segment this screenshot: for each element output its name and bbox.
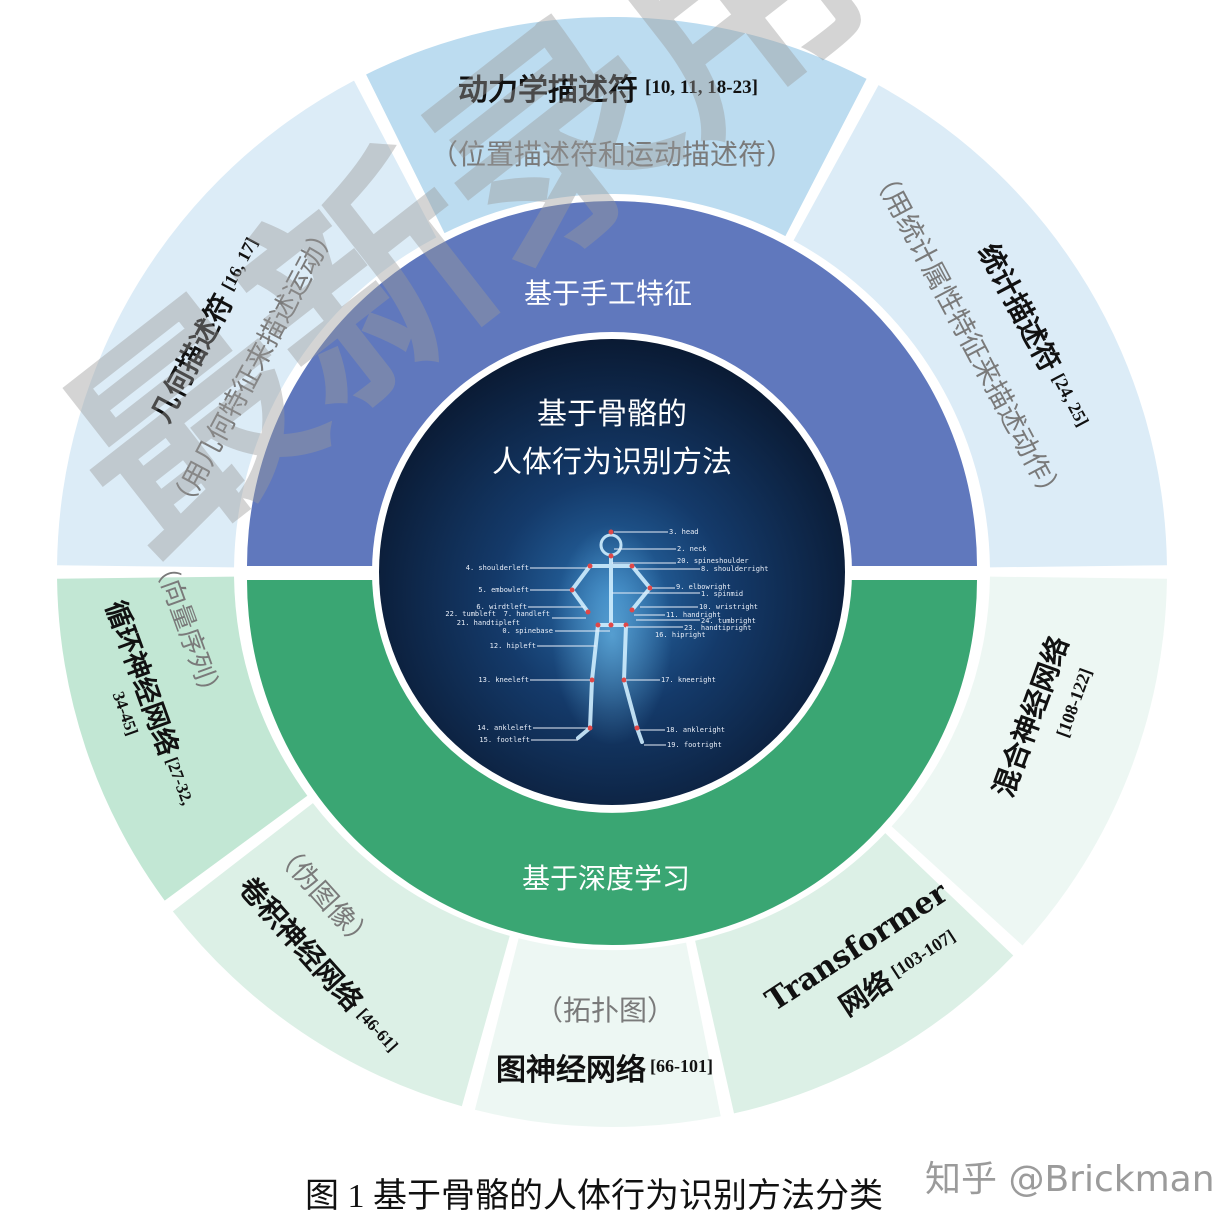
cnn-segment	[172, 803, 510, 1107]
gnn-refs: [66-101]	[650, 1056, 713, 1076]
joint-label: 8. shoulderright	[701, 565, 768, 573]
joint-label: 15. footleft	[479, 736, 530, 744]
center-title-line2: 人体行为识别方法	[492, 445, 732, 480]
handcrafted-ring-segment	[247, 201, 977, 566]
joint-label: 21. handtipleft	[457, 619, 520, 627]
geometric-descriptor-segment	[57, 80, 437, 568]
kinematic-refs: [10, 11, 18-23]	[645, 77, 758, 98]
handcrafted-label: 基于手工特征	[524, 277, 692, 310]
center-title-line1: 基于骨骼的	[537, 397, 687, 432]
joint-label: 18. ankleright	[666, 726, 725, 734]
figure-caption: 图 1 基于骨骼的人体行为识别方法分类	[305, 1178, 883, 1215]
kinematic-subtitle: （位置描述符和运动描述符）	[430, 138, 794, 171]
deep-learning-label: 基于深度学习	[522, 862, 690, 895]
joint-label: 7. handleft	[504, 610, 550, 618]
rnn-segment	[57, 576, 308, 901]
gnn-segment	[474, 938, 721, 1127]
joint-label: 2. neck	[677, 545, 707, 553]
outer-ring	[57, 17, 1167, 1127]
joint-label: 1. spinmid	[701, 590, 743, 598]
deep-learning-ring-segment	[247, 580, 977, 945]
joint-label: 13. kneeleft	[478, 676, 529, 684]
center-panel: 4. shoulderleft 5. embowleft 6. wirdtlef…	[372, 332, 852, 812]
joint-label: 0. spinebase	[502, 627, 553, 635]
joint-label: 16. hipright	[655, 631, 706, 639]
joint-label: 22. tumbleft	[445, 610, 496, 618]
gnn-segment-labels: （拓扑图） 图神经网络 [66-101]	[496, 994, 713, 1088]
kinematic-title: 动力学描述符	[458, 73, 638, 108]
joint-label: 24. tumbright	[701, 617, 756, 625]
joint-label: 23. handtipright	[684, 624, 751, 632]
joint-label: 20. spineshoulder	[677, 557, 749, 565]
source-watermark: 知乎 @Brickman	[925, 1159, 1215, 1200]
joint-label: 9. elbowright	[676, 583, 731, 591]
skeleton-figure-icon: 4. shoulderleft 5. embowleft 6. wirdtlef…	[445, 525, 768, 749]
kinematic-descriptor-segment	[366, 17, 867, 237]
joint-label: 12. hipleft	[490, 642, 536, 650]
gnn-title: 图神经网络	[496, 1053, 646, 1088]
gnn-subtitle: （拓扑图）	[535, 994, 675, 1027]
joint-label: 14. ankleleft	[477, 724, 532, 732]
kinematic-descriptor-segment-labels: 动力学描述符 [10, 11, 18-23] （位置描述符和运动描述符）	[430, 73, 794, 171]
joint-label: 3. head	[669, 528, 699, 536]
middle-ring	[247, 201, 977, 945]
joint-label: 11. handright	[666, 611, 721, 619]
transformer-segment	[695, 833, 1014, 1114]
joint-label: 4. shoulderleft	[466, 564, 529, 572]
joint-label: 17. kneeright	[661, 676, 716, 684]
joint-label: 5. embowleft	[478, 586, 529, 594]
joint-label: 10. wristright	[699, 603, 758, 611]
hybrid-network-segment	[891, 576, 1167, 946]
statistical-descriptor-segment	[793, 85, 1167, 568]
joint-label: 6. wirdtleft	[476, 603, 527, 611]
joint-label: 19. footright	[667, 741, 722, 749]
